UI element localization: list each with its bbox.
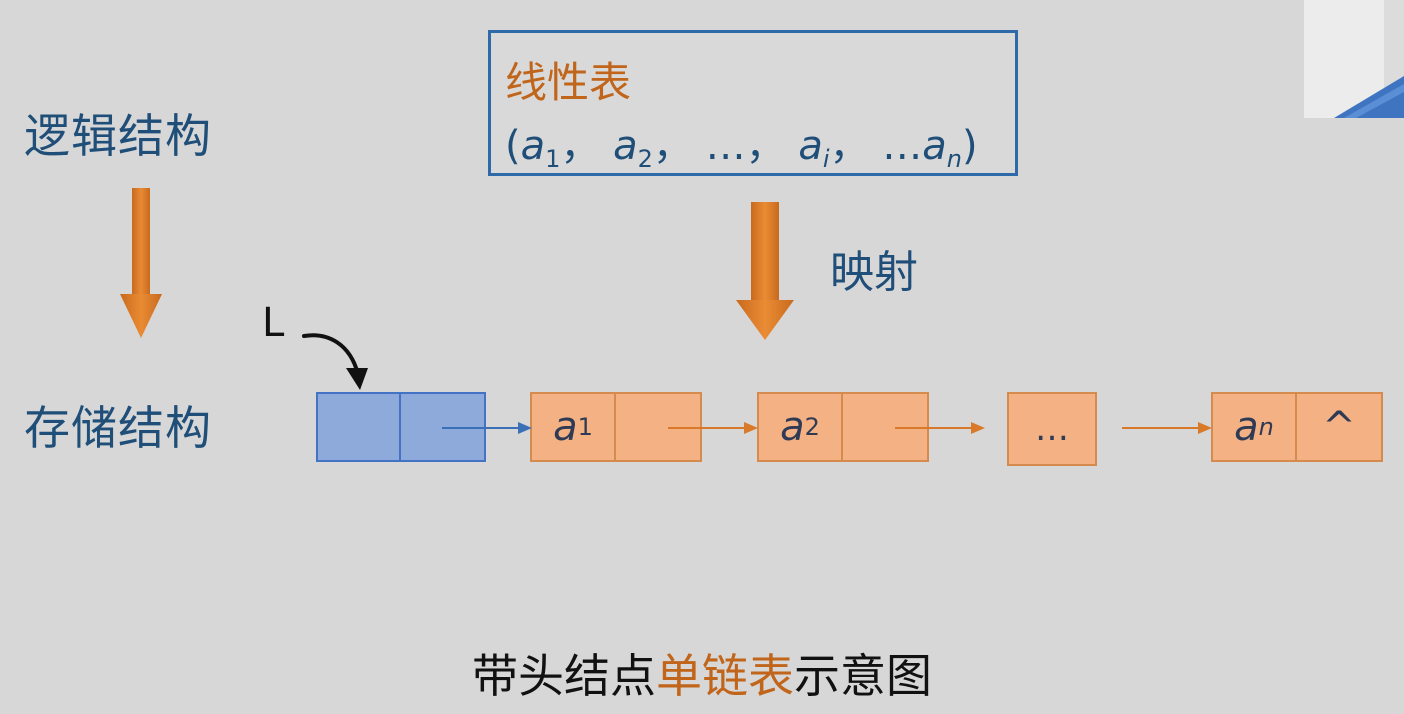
node-an-value: a [1234,404,1259,450]
node-a1-value: a [553,404,578,450]
element-ai: a [798,123,823,169]
storage-structure-label: 存储结构 [24,401,212,455]
caption-highlight: 单链表 [656,649,794,703]
element-a1-sub: 1 [545,145,561,173]
logical-to-storage-arrow-icon [120,188,162,338]
separator: ， [560,123,601,169]
diagram-caption: 带头结点单链表示意图 [0,640,1404,706]
node-a2-value: a [780,404,805,450]
element-a1: a [520,123,546,169]
open-paren: ( [505,123,521,169]
mapping-arrow-icon [736,202,794,340]
element-an: a [922,123,947,169]
video-overlay-thumbnail [1304,0,1404,118]
node-an-sub: n [1258,413,1274,441]
mapping-label: 映射 [830,247,918,298]
linear-list-sequence: (a1， a2， …， ai， …an) [505,113,978,173]
element-ai-sub: i [822,145,830,173]
video-overlay-graphic-icon [1304,0,1404,118]
link-a1-to-a2-arrow-icon [668,422,758,434]
caption-part1: 带头结点 [472,649,656,703]
node-ellipsis: … [1007,392,1097,466]
linear-list-box: 线性表 (a1， a2， …， ai， …an) [488,30,1018,176]
head-pointer-arrow-icon [302,333,368,390]
element-a2: a [613,123,638,169]
element-a2-sub: 2 [637,145,653,173]
separator: ， [652,123,693,169]
element-an-sub: n [946,145,962,173]
element-ellipsis-2: … [882,123,923,169]
link-ellipsis-to-an-arrow-icon [1122,422,1212,434]
logical-structure-label: 逻辑结构 [24,109,212,163]
link-head-to-a1-arrow-icon [442,422,532,434]
linear-list-title: 线性表 [505,58,632,107]
head-pointer-label: L [262,300,285,346]
close-paren: ) [962,123,978,169]
node-a1-sub: 1 [577,413,593,441]
separator: ， [829,123,870,169]
head-node-data-field [316,392,401,462]
caption-part2: 示意图 [794,649,932,703]
node-an-null-field: ^ [1297,392,1383,462]
element-ellipsis: … [705,123,746,169]
node-a2-sub: 2 [804,413,820,441]
link-a2-to-ellipsis-arrow-icon [895,422,985,434]
separator: ， [745,123,786,169]
